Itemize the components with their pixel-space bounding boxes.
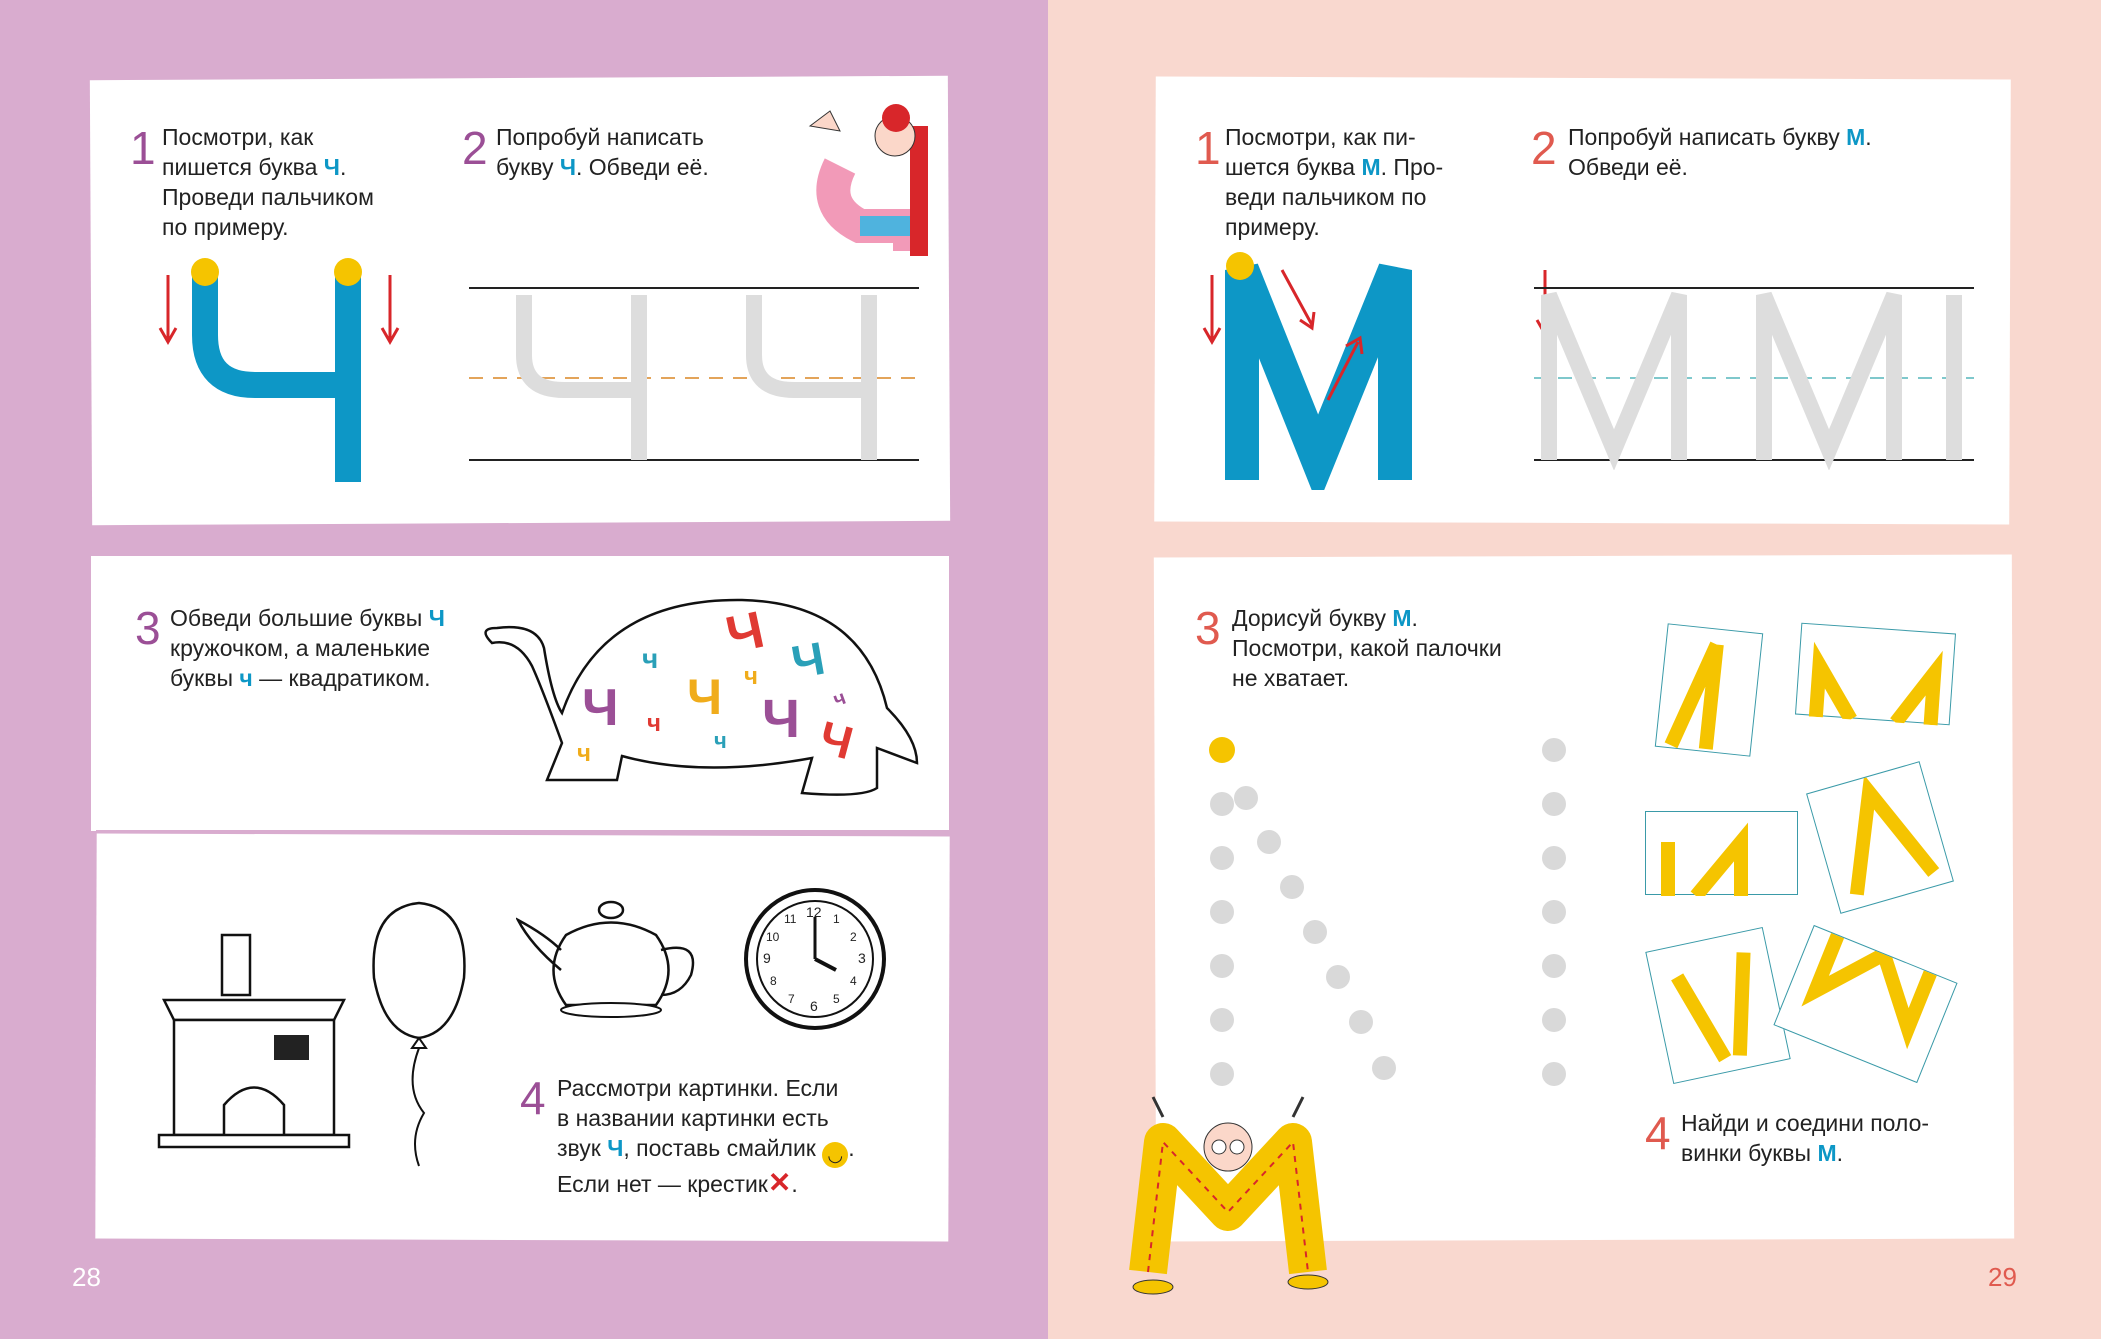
clock-number: 6 <box>810 998 818 1014</box>
turtle-letter[interactable]: ч <box>642 643 659 674</box>
puzzle-piece[interactable] <box>1645 927 1791 1084</box>
task1-text: Посмотри, как пи- шется буква М. Про- ве… <box>1225 122 1443 242</box>
page-number: 28 <box>72 1262 101 1292</box>
teapot-illustration[interactable] <box>516 895 706 1020</box>
text-line: Посмотри, как пи- <box>1225 124 1416 150</box>
clock-illustration[interactable]: 12 3 6 9 1 2 4 5 7 8 10 11 <box>744 888 886 1030</box>
text-line: Обведи большие буквы Ч <box>170 605 445 631</box>
task2-text: Попробуй написать букву М. Обведи её. <box>1568 122 1872 182</box>
clock-number: 8 <box>770 974 777 988</box>
task-number: 1 <box>130 122 156 174</box>
page-number: 29 <box>1988 1262 2017 1292</box>
clock-number: 12 <box>806 904 822 920</box>
clock-number: 4 <box>850 974 857 988</box>
task3-text: Обведи большие буквы Ч кружочком, а мале… <box>170 603 445 693</box>
text-line: Посмотри, какой палочки <box>1232 635 1502 661</box>
text-line: звук Ч, поставь смайлик ◡. <box>557 1133 855 1168</box>
text-line: Дорисуй букву М. <box>1232 605 1418 631</box>
writing-guidelines[interactable] <box>1534 280 1976 470</box>
turtle-letter[interactable]: Ч <box>687 669 723 725</box>
text-line: Попробуй написать <box>496 124 704 150</box>
text-line: Найди и соедини поло- <box>1681 1110 1930 1136</box>
text-line: букву Ч. Обведи её. <box>496 154 709 180</box>
puzzle-piece[interactable] <box>1654 623 1764 757</box>
task4-text: Найди и соедини поло- винки буквы М. <box>1681 1108 1929 1168</box>
text-line: Обведи её. <box>1568 154 1688 180</box>
puzzle-piece[interactable] <box>1645 811 1798 901</box>
task2-text: Попробуй написать букву Ч. Обведи её. <box>496 122 709 182</box>
puzzle-piece[interactable] <box>1806 761 1954 914</box>
task-number: 4 <box>1645 1107 1671 1159</box>
text-line: Рассмотри картинки. Если <box>557 1075 839 1101</box>
trace-letter-em[interactable] <box>1200 250 1570 490</box>
right-page: 1 Посмотри, как пи- шется буква М. Про- … <box>1048 0 2101 1339</box>
trace-letter-che[interactable] <box>150 250 420 490</box>
stove-illustration[interactable] <box>154 930 354 1155</box>
mascot-em-icon <box>1129 1096 1329 1295</box>
task-number: 3 <box>1195 602 1221 654</box>
turtle-illustration: Ч ч Ч ч Ч ч Ч ч Ч ч Ч ч ч <box>482 588 922 798</box>
clock-number: 3 <box>858 950 866 966</box>
text-line: Посмотри, как <box>162 124 314 150</box>
text-line: шется буква М. Про- <box>1225 154 1444 180</box>
turtle-letter[interactable]: Ч <box>582 679 619 737</box>
clock-number: 10 <box>766 930 780 944</box>
text-line: примеру. <box>1225 214 1320 240</box>
task-number: 3 <box>135 602 161 654</box>
divider <box>96 830 949 833</box>
mascot-che-icon <box>808 104 928 256</box>
text-line: веди пальчиком по <box>1225 184 1427 210</box>
text-line: пишется буква Ч. <box>162 154 347 180</box>
dot-trace-letter-em[interactable] <box>1198 730 1598 1090</box>
text-line: кружочком, а маленькие <box>170 635 431 661</box>
clock-number: 5 <box>833 992 840 1006</box>
clock-number: 7 <box>788 992 795 1006</box>
clock-number: 2 <box>850 930 857 944</box>
text-line: Проведи пальчиком <box>162 184 374 210</box>
task-number: 1 <box>1195 122 1221 174</box>
text-line: в названии картинки есть <box>557 1105 829 1131</box>
text-line: по примеру. <box>162 214 289 240</box>
cross-icon: ✕ <box>767 1167 792 1198</box>
text-line: не хватает. <box>1232 665 1350 691</box>
text-line: Если нет — крестик✕. <box>557 1167 798 1198</box>
text-line: винки буквы М. <box>1681 1140 1844 1166</box>
task3-text: Дорисуй букву М. Посмотри, какой палочки… <box>1232 603 1502 693</box>
turtle-letter[interactable]: Ч <box>762 689 800 749</box>
turtle-letter[interactable]: ч <box>647 710 661 737</box>
text-line: буквы ч — квадратиком. <box>170 665 431 691</box>
turtle-letter[interactable]: ч <box>744 663 758 690</box>
left-page: 1 Посмотри, как пишется буква Ч. Проведи… <box>0 0 1048 1339</box>
balloon-illustration[interactable] <box>364 898 474 1168</box>
task-number: 2 <box>462 122 488 174</box>
task-number: 2 <box>1531 122 1557 174</box>
task1-text: Посмотри, как пишется буква Ч. Проведи п… <box>162 122 374 242</box>
puzzle-piece[interactable] <box>1773 924 1958 1084</box>
clock-number: 1 <box>833 912 840 926</box>
turtle-letter[interactable]: ч <box>714 728 727 753</box>
clock-number: 11 <box>784 912 797 926</box>
puzzle-piece[interactable] <box>1794 622 1957 727</box>
smiley-icon: ◡ <box>822 1142 849 1168</box>
task-number: 4 <box>520 1072 546 1124</box>
writing-guidelines[interactable] <box>469 280 921 470</box>
turtle-letter[interactable]: ч <box>577 740 591 767</box>
turtle-letter: ч <box>767 658 768 659</box>
task4-text: Рассмотри картинки. Если в названии карт… <box>557 1073 855 1199</box>
text-line: Попробуй написать букву М. <box>1568 124 1872 150</box>
clock-number: 9 <box>763 950 771 966</box>
